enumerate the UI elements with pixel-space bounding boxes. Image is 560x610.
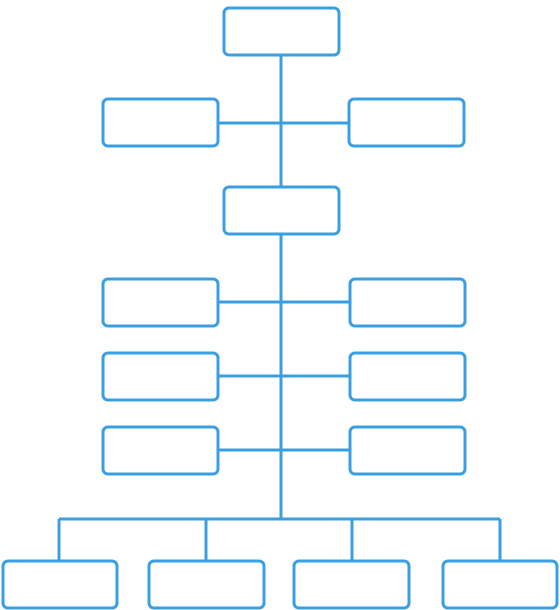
node-bottom-3 [292, 559, 411, 610]
node-top [222, 6, 341, 57]
node-bottom-1 [1, 559, 119, 610]
node-side-left [101, 97, 220, 148]
node-branch-left-1 [101, 277, 220, 328]
connector-lines [57, 56, 502, 560]
node-branch-left-3 [101, 425, 220, 476]
node-branch-left-2 [101, 351, 220, 402]
node-branch-right-2 [348, 351, 467, 402]
node-middle [222, 185, 341, 236]
node-branch-right-3 [348, 425, 467, 476]
node-side-right [347, 97, 466, 148]
node-bottom-2 [147, 559, 266, 610]
node-branch-right-1 [348, 277, 467, 328]
node-bottom-4 [441, 559, 559, 610]
